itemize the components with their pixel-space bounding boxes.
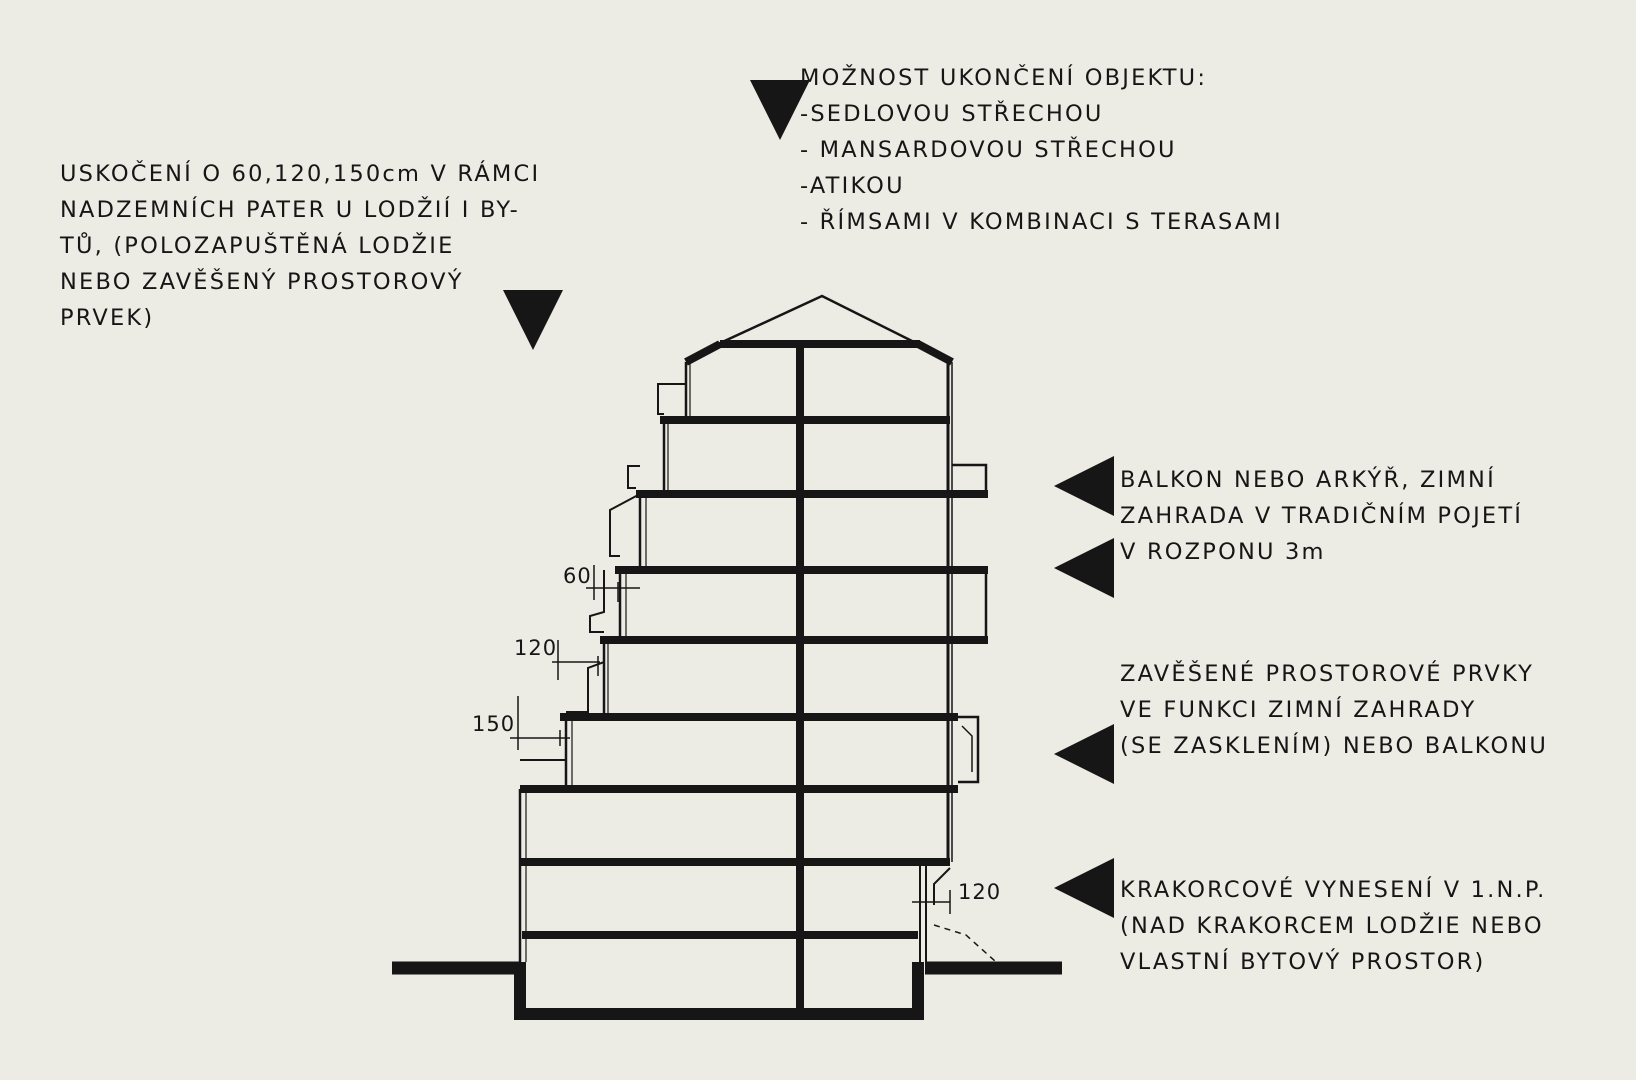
left-note-line: PRVEK): [60, 305, 155, 331]
dimension-label-60: 60: [563, 564, 592, 588]
top-note-heading: MOŽNOST UKONČENÍ OBJEKTU:: [800, 65, 1208, 91]
corbel-wall: [919, 862, 927, 962]
dimension-tick-120: [552, 640, 600, 680]
left-note-line: USKOČENÍ O 60,120,150cm V RÁMCI: [60, 161, 541, 187]
basement-outline: [514, 962, 924, 1020]
loggia-parapet: [657, 383, 686, 415]
balcony-note-line: BALKON NEBO ARKÝŘ, ZIMNÍ: [1120, 467, 1496, 493]
left-note: USKOČENÍ O 60,120,150cm V RÁMCI NADZEMNÍ…: [60, 156, 540, 336]
hanging-note-line: ZAVĚŠENÉ PROSTOROVÉ PRVKY: [1120, 661, 1535, 687]
mansard-edge: [684, 340, 722, 366]
loggia-parapet: [589, 570, 605, 633]
mansard-edge: [916, 340, 954, 366]
corbel-note-line: (NAD KRAKORCEM LODŽIE NEBO: [1120, 913, 1544, 939]
hanging-elements-note: ZAVĚŠENÉ PROSTOROVÉ PRVKY VE FUNKCI ZIMN…: [1120, 656, 1548, 764]
balcony-note: BALKON NEBO ARKÝŘ, ZIMNÍ ZAHRADA V TRADI…: [1120, 462, 1523, 570]
top-note-option: -SEDLOVOU STŘECHOU: [800, 101, 1104, 127]
balcony-note-line: V ROZPONU 3m: [1120, 539, 1326, 565]
gable-roof: [717, 294, 919, 346]
loggia-parapet: [627, 465, 640, 489]
left-note-line: NEBO ZAVĚŠENÝ PROSTOROVÝ: [60, 269, 464, 295]
balcony-note-line: ZAHRADA V TRADIČNÍM POJETÍ: [1120, 503, 1524, 529]
corbel-dashed-line: [933, 924, 997, 963]
hanging-note-line: VE FUNKCI ZIMNÍ ZAHRADY: [1120, 697, 1477, 723]
loggia-parapet: [520, 717, 567, 761]
left-stepped-facade: [518, 362, 688, 962]
hanging-note-line: (SE ZASKLENÍM) NEBO BALKONU: [1120, 733, 1549, 759]
corbel-bracket: [933, 867, 951, 905]
corbel-note-line: VLASTNÍ BYTOVÝ PROSTOR): [1120, 949, 1486, 975]
top-note-option: - MANSARDOVOU STŘECHOU: [800, 137, 1177, 163]
dimension-tick-150: [510, 696, 570, 750]
corbel-note-line: KRAKORCOVÉ VYNESENÍ V 1.N.P.: [1120, 877, 1547, 903]
dimension-label-120-right: 120: [958, 880, 1002, 904]
left-note-line: TŮ, (POLOZAPUŠTĚNÁ LODŽIE: [60, 233, 455, 259]
loggia-parapet: [566, 640, 605, 713]
top-note-option: - ŘÍMSAMI V KOMBINACI S TERASAMI: [800, 209, 1283, 235]
balcony: [952, 463, 988, 494]
left-note-line: NADZEMNÍCH PATER U LODŽIÍ I BY-: [60, 197, 520, 223]
dimension-label-120-left: 120: [514, 636, 558, 660]
hanging-element: [961, 725, 973, 772]
top-note: MOŽNOST UKONČENÍ OBJEKTU: -SEDLOVOU STŘE…: [800, 60, 1283, 240]
hanging-element: [952, 715, 980, 784]
dimension-label-150: 150: [472, 712, 516, 736]
loggia-parapet: [609, 493, 641, 557]
corbel-note: KRAKORCOVÉ VYNESENÍ V 1.N.P. (NAD KRAKOR…: [1120, 872, 1547, 980]
dimension-tick-60: [586, 565, 640, 602]
dimension-tick-120-right: [912, 880, 951, 930]
top-note-option: -ATIKOU: [800, 173, 905, 199]
left-inner-facade: [525, 362, 691, 962]
balcony: [952, 568, 988, 640]
